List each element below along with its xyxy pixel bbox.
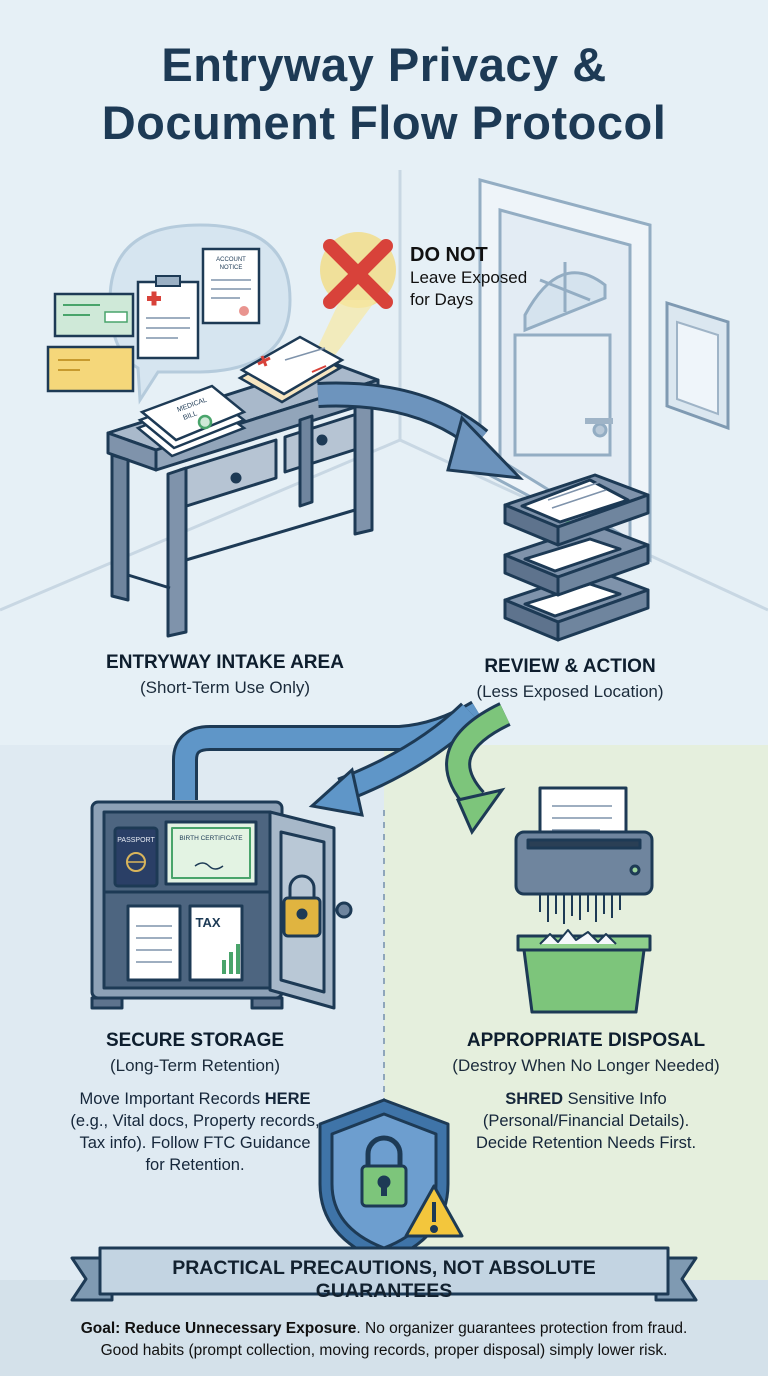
shredder-icon (514, 786, 654, 924)
envelope-icon (46, 345, 135, 393)
storage-line-1: Move Important Records HERE (20, 1088, 370, 1110)
title-line-1: Entryway Privacy & (161, 38, 607, 91)
footer-line-2: Good habits (prompt collection, moving r… (100, 1342, 668, 1359)
storage-line-3: Tax info). Follow FTC Guidance (79, 1134, 311, 1152)
shred-bin-icon (516, 929, 652, 1014)
disposal-sub: (Destroy When No Longer Needed) (452, 1056, 720, 1075)
footer-goal-rest: . No organizer guarantees protection fro… (356, 1320, 688, 1337)
check-icon (53, 292, 135, 338)
flow-arrow-to-storage (172, 700, 485, 817)
medical-bill-stack-icon: MEDICAL BILL (135, 384, 247, 458)
storage-sub: (Long-Term Retention) (109, 1056, 281, 1075)
passport-label: PASSPORT (117, 837, 155, 844)
intake-label: ENTRYWAY INTAKE AREA (Short-Term Use Onl… (60, 652, 390, 698)
footer-goal-bold: Goal: Reduce Unnecessary Exposure (80, 1320, 357, 1337)
door-icon (478, 178, 652, 563)
review-label: REVIEW & ACTION (Less Exposed Location) (420, 656, 720, 702)
birth-certificate-label: BIRTH CERTIFICATE (179, 835, 243, 842)
exposed-paper-stack-icon (237, 335, 345, 404)
disposal-line-1: SHRED Sensitive Info (416, 1088, 756, 1110)
intake-sub: (Short-Term Use Only) (139, 678, 311, 697)
warning-callout: DO NOT Leave Exposed for Days (410, 244, 590, 311)
storage-heading: SECURE STORAGE (105, 1030, 285, 1051)
do-not-x-icon (306, 232, 396, 378)
footer-line-1: Goal: Reduce Unnecessary Exposure. No or… (20, 1318, 748, 1340)
safe-padlock-icon (282, 874, 322, 938)
medical-label-2: BILL (182, 410, 198, 422)
intake-heading: ENTRYWAY INTAKE AREA (106, 652, 344, 673)
tax-label: TAX (195, 915, 220, 930)
footer-bg (0, 1280, 768, 1376)
page-title: Entryway Privacy & Document Flow Protoco… (0, 36, 768, 152)
warning-triangle-icon (404, 1184, 464, 1238)
disposal-section: APPROPRIATE DISPOSAL (Destroy When No Lo… (416, 1030, 756, 1154)
secure-safe-icon: PASSPORT BIRTH CERTIFICATE TAX (90, 800, 353, 1010)
review-heading: REVIEW & ACTION (484, 656, 656, 677)
banner-text: PRACTICAL PRECAUTIONS, NOT ABSOLUTE GUAR… (172, 1257, 596, 1302)
disposal-heading: APPROPRIATE DISPOSAL (466, 1030, 706, 1051)
disposal-line-1-bold: SHRED (505, 1090, 564, 1108)
footer-text: Goal: Reduce Unnecessary Exposure. No or… (20, 1318, 748, 1362)
account-notice-label-2: NOTICE (220, 265, 243, 271)
review-tray-icon (503, 473, 650, 642)
storage-line-2: (e.g., Vital docs, Property records, (70, 1112, 320, 1130)
title-line-2: Document Flow Protocol (101, 96, 667, 149)
picture-frame-icon (665, 300, 730, 431)
storage-section: SECURE STORAGE (Long-Term Retention) Mov… (20, 1030, 370, 1176)
precautions-banner (70, 1246, 698, 1302)
warning-title: DO NOT (410, 244, 488, 266)
disposal-body: SHRED Sensitive Info (Personal/Financial… (416, 1088, 756, 1154)
review-sub: (Less Exposed Location) (476, 682, 664, 701)
flow-arrow-to-disposal (445, 702, 511, 836)
storage-line-1-pre: Move Important Records (79, 1090, 265, 1108)
storage-line-4: for Retention. (145, 1156, 245, 1174)
disposal-line-2: (Personal/Financial Details). (482, 1112, 690, 1130)
warning-line-1: Leave Exposed (410, 268, 528, 287)
disposal-line-1-post: Sensitive Info (563, 1090, 667, 1108)
disposal-line-3: Decide Retention Needs First. (475, 1134, 697, 1152)
storage-body: Move Important Records HERE (e.g., Vital… (20, 1088, 370, 1176)
medical-clipboard-icon (136, 275, 200, 360)
flow-arrow-to-review (317, 381, 524, 480)
warning-line-2: for Days (410, 290, 474, 309)
account-notice-label-1: ACCOUNT (216, 257, 246, 263)
account-notice-icon: ACCOUNT NOTICE (201, 247, 261, 325)
storage-line-1-bold: HERE (264, 1090, 311, 1108)
